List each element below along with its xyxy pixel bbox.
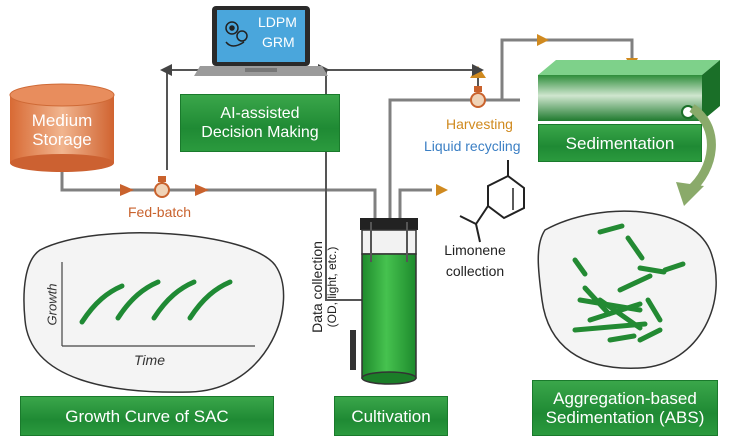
cultivation-title[interactable]: Cultivation bbox=[334, 396, 448, 436]
growth-curve-panel bbox=[23, 232, 285, 393]
laptop-to-valve-line bbox=[318, 69, 479, 90]
laptop-icon bbox=[194, 6, 328, 76]
medium-storage-tank bbox=[9, 83, 115, 172]
cultivation-reactor bbox=[350, 218, 418, 385]
abs-title-line2: Sedimentation (ABS) bbox=[545, 408, 705, 427]
data-collection-label: Data collection (OD, light, etc.) bbox=[309, 207, 339, 367]
feed-pipe bbox=[60, 158, 377, 222]
to-abs-arrow bbox=[686, 104, 716, 194]
overflow-pipe bbox=[500, 38, 634, 100]
sedimentation-box[interactable]: Sedimentation bbox=[538, 124, 702, 162]
limonene-line1: Limonene bbox=[444, 242, 506, 258]
medium-storage-line1: Medium bbox=[31, 111, 93, 130]
limonene-molecule-icon bbox=[459, 160, 525, 243]
data-collection-line2: (OD, light, etc.) bbox=[325, 246, 339, 328]
brain-icon bbox=[225, 21, 248, 47]
ai-decision-box[interactable]: AI-assisted Decision Making bbox=[180, 94, 340, 152]
harvesting-label: Harvesting bbox=[446, 116, 513, 132]
ai-box-line1: AI-assisted bbox=[220, 105, 300, 122]
medium-storage-line2: Storage bbox=[32, 130, 92, 149]
abs-title[interactable]: Aggregation-based Sedimentation (ABS) bbox=[532, 380, 718, 436]
growth-axis-label: Growth bbox=[44, 283, 60, 326]
harvest-valve[interactable] bbox=[470, 86, 486, 108]
limonene-line2: collection bbox=[445, 263, 505, 279]
time-axis-label: Time bbox=[134, 352, 165, 368]
limonene-collection-label: Limonene collection bbox=[440, 242, 510, 280]
fed-batch-label: Fed-batch bbox=[128, 204, 192, 220]
liquid-recycling-label: Liquid recycling bbox=[424, 138, 521, 154]
abs-panel bbox=[537, 210, 717, 369]
sedimentation-tank bbox=[538, 60, 720, 121]
growth-curve-title[interactable]: Growth Curve of SAC bbox=[20, 396, 274, 436]
ai-box-line2: Decision Making bbox=[201, 124, 319, 141]
limonene-pipe bbox=[398, 188, 432, 222]
laptop-label-grm: GRM bbox=[262, 34, 295, 50]
medium-storage-label: Medium Storage bbox=[14, 108, 110, 152]
laptop-label-ldpm: LDPM bbox=[258, 14, 297, 30]
abs-title-line1: Aggregation-based bbox=[553, 389, 697, 408]
fed-batch-valve[interactable] bbox=[154, 176, 170, 198]
data-collection-line1: Data collection bbox=[309, 241, 325, 333]
